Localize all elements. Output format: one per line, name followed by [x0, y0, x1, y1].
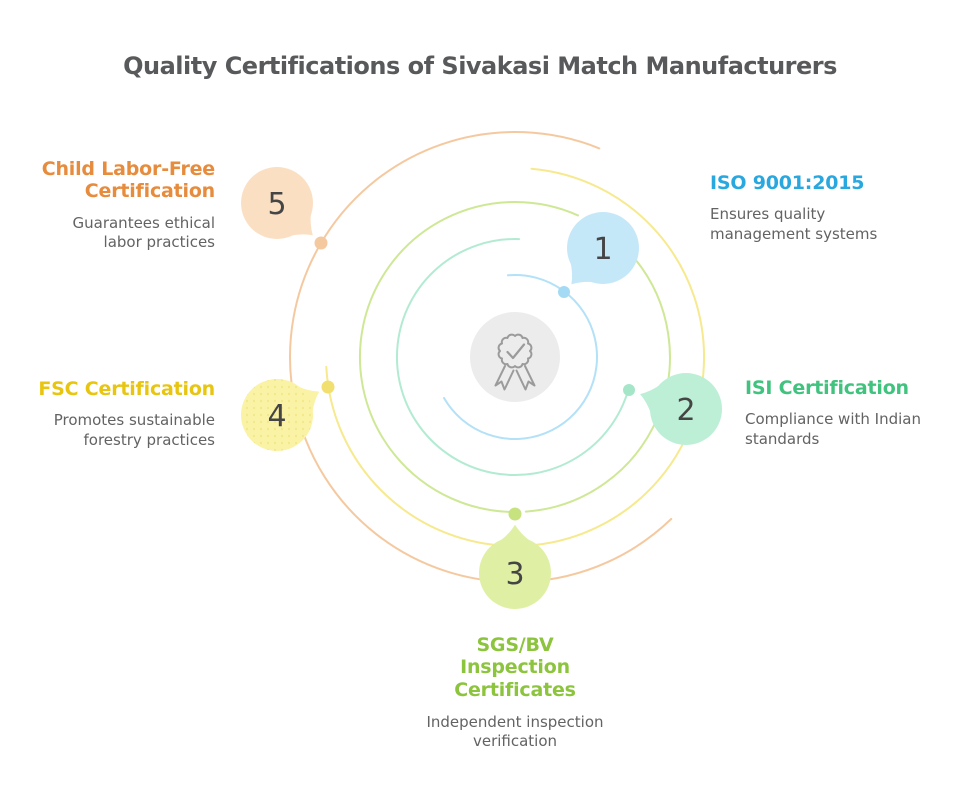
- bubble-circle: [567, 212, 639, 284]
- isi-description: Compliance with Indian standards: [745, 410, 921, 448]
- label-block-fsc: FSC Certification Promotes sustainable f…: [10, 378, 215, 450]
- bubble-circle: [241, 167, 313, 239]
- label-block-sgs: SGS/BV Inspection Certificates Independe…: [385, 634, 645, 752]
- iso-description: Ensures quality management systems: [710, 205, 878, 243]
- bubble-number: 2: [676, 393, 695, 428]
- isi-heading: ISI Certification: [745, 377, 909, 399]
- bubble-number: 4: [267, 399, 286, 434]
- orbit-arc-4: [325, 167, 705, 547]
- iso-heading: ISO 9001:2015: [710, 172, 865, 194]
- bubble-circle: [650, 373, 722, 445]
- label-block-isi: ISI Certification Compliance with Indian…: [745, 377, 945, 449]
- connector-dot-2: [623, 384, 635, 396]
- bubble-5: 5: [241, 167, 313, 239]
- bubble-3: 3: [479, 524, 551, 609]
- bubble-dot-texture: [241, 379, 313, 451]
- bubble-2: 2: [640, 373, 722, 445]
- label-block-iso: ISO 9001:2015 Ensures quality management…: [710, 172, 920, 244]
- rosette-outline: [497, 333, 533, 369]
- connector-dot-5: [314, 236, 328, 250]
- orbit-arc-2: [395, 238, 630, 477]
- child-labor-description: Guarantees ethical labor practices: [72, 213, 216, 251]
- checkmark: [506, 343, 526, 360]
- child-labor-heading: Child Labor-Free Certification: [41, 158, 215, 203]
- bubble-circle: [479, 537, 551, 609]
- connector-dot-4: [321, 380, 335, 394]
- connector-dot-1: [558, 286, 570, 298]
- orbit-arc-3: [358, 201, 579, 513]
- center-badge: [470, 312, 560, 402]
- fsc-heading: FSC Certification: [38, 378, 215, 400]
- bubble-number: 5: [267, 187, 286, 222]
- ribbon-right: [515, 365, 536, 391]
- bubble-number: 1: [593, 232, 612, 267]
- page-title: Quality Certifications of Sivakasi Match…: [123, 52, 837, 80]
- sgs-description: Independent inspection verification: [426, 713, 604, 751]
- bubble-tail: [499, 524, 531, 542]
- connector-dot-3: [508, 507, 522, 521]
- sgs-heading: SGS/BV Inspection Certificates: [454, 634, 576, 701]
- bubble-1: 1: [567, 212, 639, 285]
- bubble-4: 4: [241, 379, 320, 451]
- award-ribbon-icon: [494, 333, 536, 391]
- orbit-arc-1: [443, 273, 598, 440]
- label-block-child-labor: Child Labor-Free Certification Guarantee…: [10, 158, 215, 252]
- bubble-number: 3: [505, 557, 524, 592]
- fsc-description: Promotes sustainable forestry practices: [53, 411, 215, 449]
- ribbon-left: [494, 365, 515, 391]
